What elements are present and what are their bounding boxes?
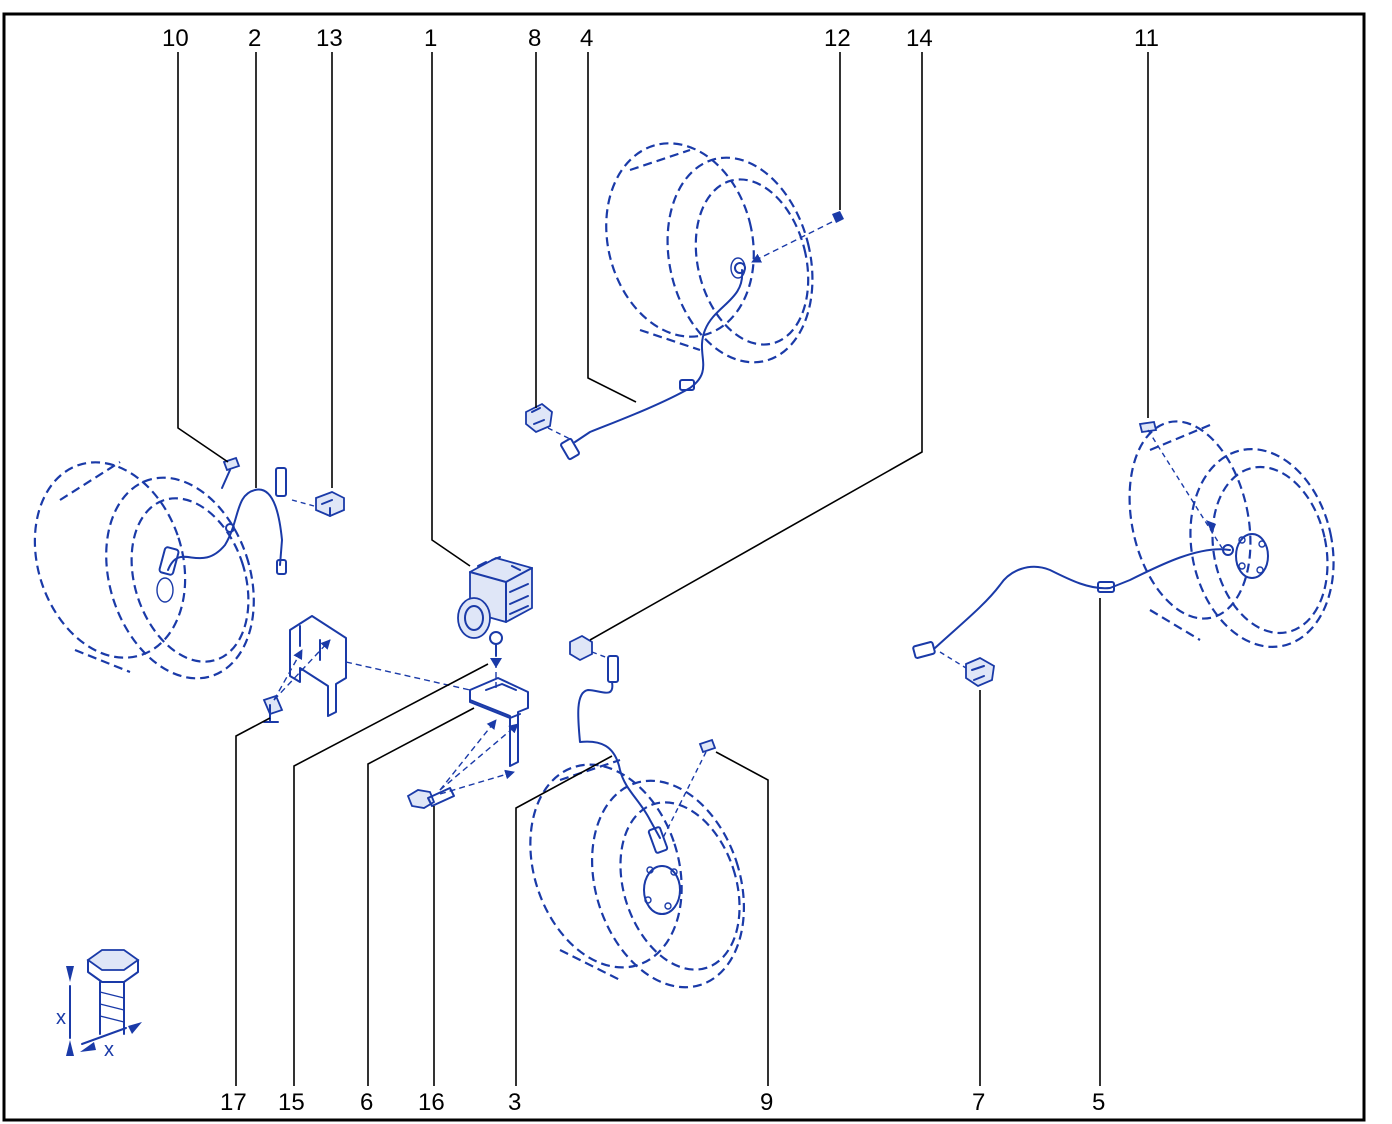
leader-4	[587, 52, 637, 403]
callout-8: 8	[528, 25, 541, 52]
callout-17: 17	[220, 1089, 247, 1116]
screw-12	[751, 211, 844, 263]
callout-10: 10	[162, 25, 189, 52]
leader-17	[235, 717, 271, 1086]
callout-6: 6	[360, 1089, 373, 1116]
callout-14: 14	[906, 25, 933, 52]
bracket-6	[469, 662, 529, 767]
rivet-11	[1138, 420, 1223, 549]
callout-7: 7	[972, 1089, 985, 1116]
bolt-dimension-symbol: x x	[56, 949, 142, 1061]
rivet-10	[221, 456, 241, 489]
bolt-16	[406, 719, 519, 809]
leader-1	[431, 52, 471, 567]
callout-15: 15	[278, 1089, 305, 1116]
callout-12: 12	[824, 25, 851, 52]
leader-3	[515, 755, 613, 1086]
abs-hydraulic-unit	[457, 556, 533, 657]
callout-2: 2	[248, 25, 261, 52]
callout-5: 5	[1092, 1089, 1105, 1116]
dimension-label-horizontal: x	[104, 1039, 114, 1061]
callout-1: 1	[424, 25, 437, 52]
leader-6	[367, 707, 475, 1086]
wheel-right-rear	[1128, 420, 1335, 648]
wheel-right-rear-top	[605, 142, 814, 364]
rivet-9	[661, 738, 717, 841]
dimension-label-vertical: x	[56, 1007, 66, 1029]
bracket-17	[262, 615, 471, 723]
sensor-cable-4	[560, 262, 746, 461]
leader-15	[293, 663, 489, 1086]
callout-16: 16	[418, 1089, 445, 1116]
sensor-cable-5	[912, 544, 1234, 659]
diagram-frame	[2, 12, 1366, 1122]
sensor-cable-left-front	[158, 467, 287, 576]
callout-4: 4	[580, 25, 593, 52]
callout-3: 3	[508, 1089, 521, 1116]
callout-9: 9	[760, 1089, 773, 1116]
clip-7	[939, 651, 995, 688]
callout-13: 13	[316, 25, 343, 52]
clip-13	[291, 491, 345, 517]
callout-11: 11	[1134, 25, 1159, 52]
wheel-left-front	[33, 461, 255, 680]
leader-10	[177, 52, 229, 463]
clip-8	[525, 402, 573, 441]
leader-9	[715, 751, 769, 1086]
wheel-right-front-bottom	[529, 758, 746, 989]
clip-14	[569, 634, 609, 662]
sensor-cable-3	[577, 655, 669, 854]
leader-14	[589, 52, 923, 641]
